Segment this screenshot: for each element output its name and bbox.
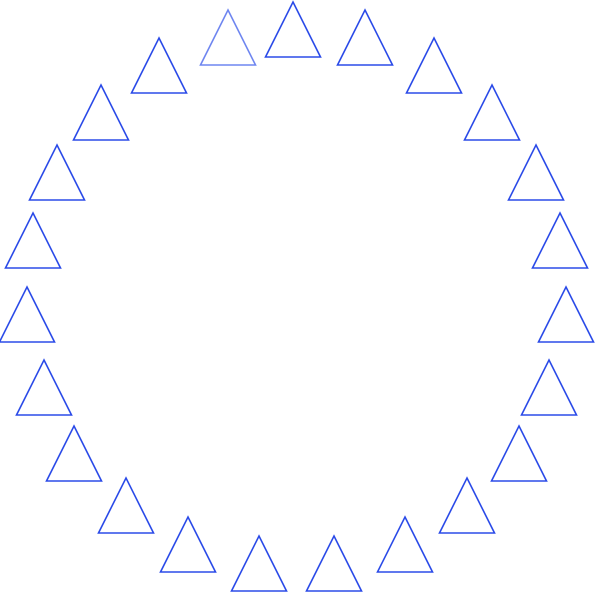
triangle-outline-3 [336, 8, 394, 66]
triangle-outline-10 [490, 424, 548, 482]
triangle-outline-15 [159, 515, 217, 573]
triangle-outline-5 [463, 83, 521, 141]
triangle-outline-13 [305, 534, 363, 592]
triangle-outline-4 [405, 36, 463, 94]
triangle-outline-6 [507, 143, 565, 201]
triangle-outline-21 [28, 143, 86, 201]
triangle-outline-2 [264, 0, 322, 58]
triangle-outline-16 [97, 476, 155, 534]
triangle-outline-17 [45, 424, 103, 482]
triangle-outline-11 [438, 476, 496, 534]
triangle-outline-8 [537, 285, 595, 343]
triangle-outline-7 [531, 211, 589, 269]
triangle-outline-9 [520, 358, 578, 416]
triangle-outline-12 [376, 515, 434, 573]
triangle-outline-19 [0, 285, 56, 343]
triangle-outline-1 [199, 8, 257, 66]
triangle-outline-14 [230, 534, 288, 592]
triangle-outline-22 [72, 83, 130, 141]
triangle-outline-23 [130, 36, 188, 94]
triangle-outline-18 [15, 358, 73, 416]
triangle-outline-20 [4, 211, 62, 269]
